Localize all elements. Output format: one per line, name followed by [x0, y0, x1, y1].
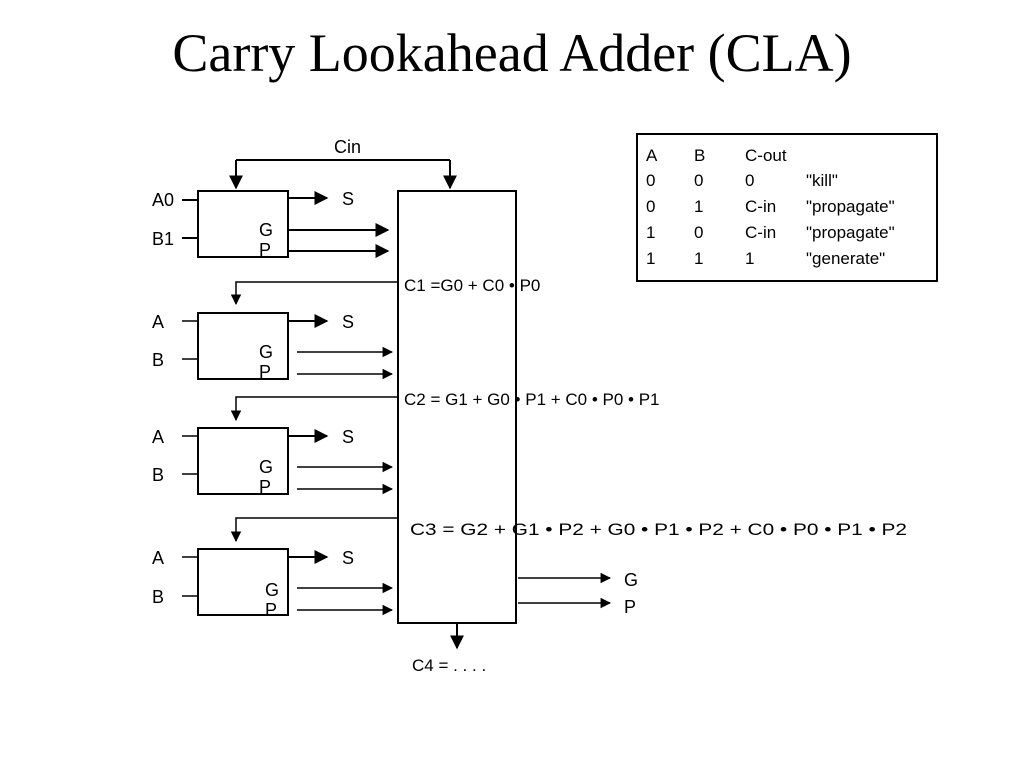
cin-label: Cin: [334, 137, 361, 157]
adder-block-0: A0 B1 S G P: [152, 189, 390, 260]
input-a-label: A: [152, 427, 164, 447]
p-label: P: [265, 600, 277, 620]
g-label: G: [259, 342, 273, 362]
c3-carry-wire: [230, 517, 398, 543]
table-header-a: A: [646, 146, 658, 165]
g-label: G: [265, 580, 279, 600]
g-label: G: [259, 457, 273, 477]
table-header-cout: C-out: [745, 146, 787, 165]
table-cell: "kill": [806, 171, 838, 190]
p-label: P: [259, 362, 271, 382]
truth-table: A B C-out 0 0 0 "kill" 0 1 C-in "propaga…: [636, 133, 938, 282]
adder-box: [197, 312, 289, 380]
input-wires: [182, 556, 198, 597]
c4-label: C4 = . . . .: [412, 656, 486, 675]
c3-equation: C3 = G2 + G1 • P2 + G0 • P1 • P2 + C0 • …: [410, 520, 907, 539]
sum-label: S: [342, 427, 354, 447]
table-cell: "propagate": [806, 197, 895, 216]
input-a-label: A: [152, 312, 164, 332]
c1-equation: C1 =G0 + C0 • P0: [404, 276, 540, 295]
adder-block-3: A B S G P: [152, 548, 394, 620]
input-wires: [182, 320, 198, 360]
group-p-label: P: [624, 597, 636, 617]
input-wires: [182, 199, 198, 239]
input-b-label: B1: [152, 229, 174, 249]
input-wires: [182, 435, 198, 475]
adder-box: [197, 427, 289, 495]
table-cell: 0: [694, 171, 703, 190]
c1-carry-wire: [230, 281, 398, 306]
input-b-label: B: [152, 587, 164, 607]
table-cell: 1: [694, 197, 703, 216]
table-cell: "propagate": [806, 223, 895, 242]
sum-label: S: [342, 548, 354, 568]
page-title: Carry Lookahead Adder (CLA): [172, 23, 852, 83]
c2-carry-wire: [230, 396, 398, 422]
adder-block-2: A B S G P: [152, 427, 394, 497]
group-g-label: G: [624, 570, 638, 590]
table-cell: 1: [694, 249, 703, 268]
input-a-label: A: [152, 548, 164, 568]
table-cell: C-in: [745, 223, 776, 242]
table-cell: 0: [745, 171, 754, 190]
adder-box: [197, 190, 289, 258]
table-cell: 1: [646, 223, 655, 242]
sum-label: S: [342, 189, 354, 209]
table-cell: "generate": [806, 249, 885, 268]
table-cell: C-in: [745, 197, 776, 216]
truth-table-border: [636, 133, 938, 282]
table-cell: 0: [694, 223, 703, 242]
table-header-b: B: [694, 146, 705, 165]
table-cell: 0: [646, 171, 655, 190]
table-cell: 1: [646, 249, 655, 268]
table-cell: 1: [745, 249, 754, 268]
c2-equation: C2 = G1 + G0 • P1 + C0 • P0 • P1: [404, 390, 660, 409]
input-b-label: B: [152, 465, 164, 485]
p-label: P: [259, 240, 271, 260]
adder-box: [197, 548, 289, 616]
p-label: P: [259, 477, 271, 497]
g-label: G: [259, 220, 273, 240]
input-b-label: B: [152, 350, 164, 370]
table-cell: 0: [646, 197, 655, 216]
sum-label: S: [342, 312, 354, 332]
adder-block-1: A B S G P: [152, 312, 394, 382]
input-a-label: A0: [152, 190, 174, 210]
